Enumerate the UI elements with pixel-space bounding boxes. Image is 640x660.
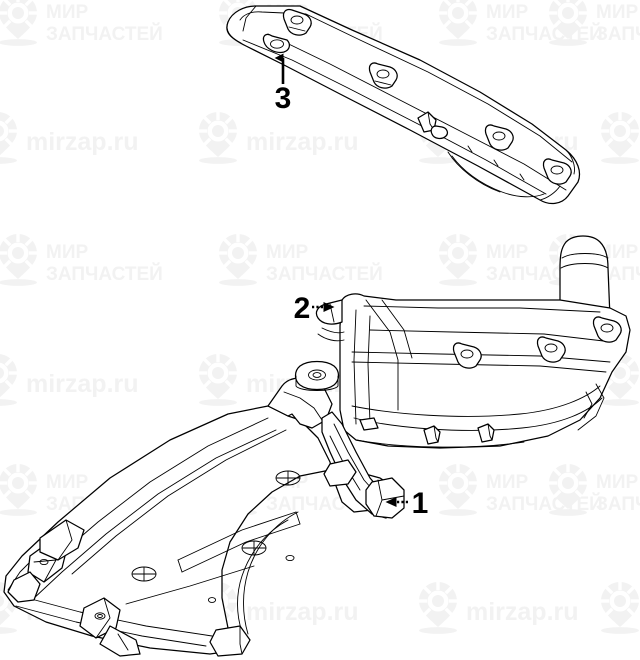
- fastener-marker: [275, 470, 301, 486]
- fastener-marker: [241, 540, 267, 556]
- callout-1-label: 1: [412, 487, 429, 520]
- callout-3[interactable]: 3: [274, 53, 292, 115]
- fastener-marker: [131, 566, 157, 582]
- part-front-crossmember-brace[interactable]: [226, 5, 581, 205]
- part-engine-splash-shield-side[interactable]: [315, 235, 631, 449]
- part-engine-splash-shield-lower[interactable]: [3, 360, 405, 657]
- callout-3-label: 3: [275, 82, 292, 115]
- callout-2[interactable]: 2: [294, 292, 335, 325]
- callout-1[interactable]: 1: [385, 487, 429, 520]
- callout-2-label: 2: [294, 292, 311, 325]
